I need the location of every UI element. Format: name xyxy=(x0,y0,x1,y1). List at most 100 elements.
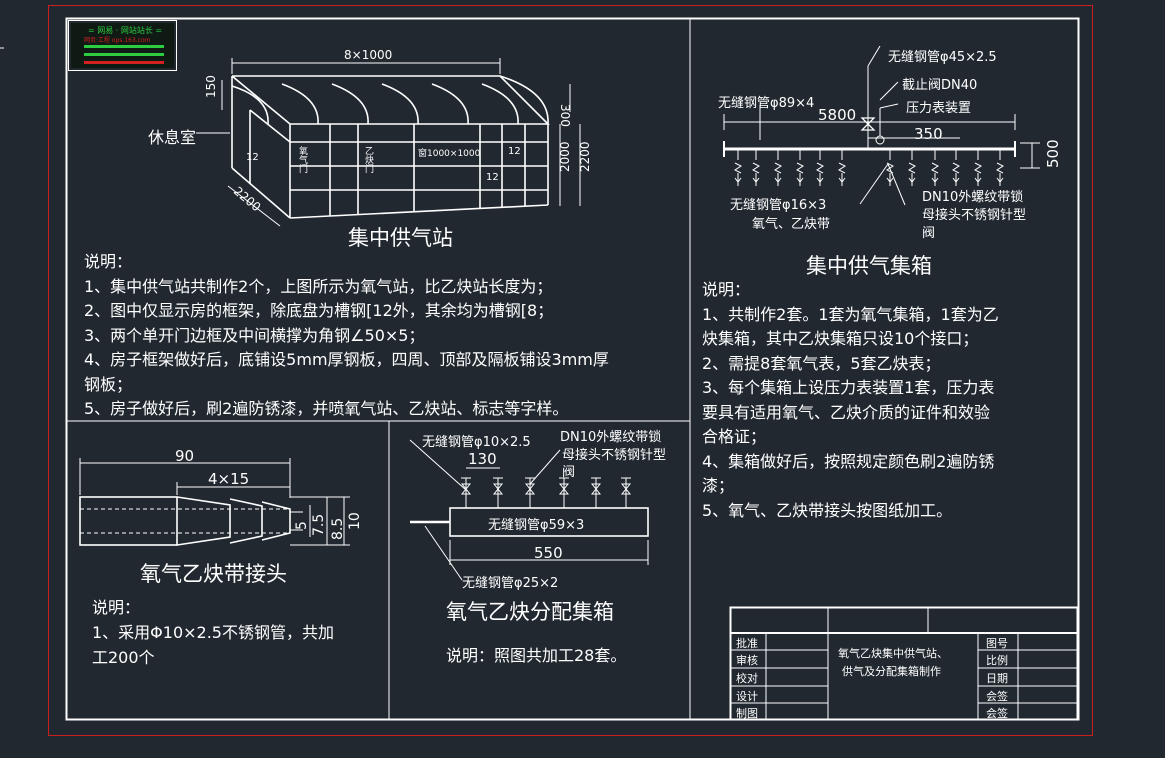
note-line: 炔集箱，其中乙炔集箱只设10个接口； xyxy=(702,329,979,348)
station-channel-label-2: 12 xyxy=(486,172,499,183)
distributor-dims xyxy=(409,439,649,581)
title-block-lines xyxy=(729,606,1079,721)
distributor-valves xyxy=(460,477,632,508)
note-line: 钢板； xyxy=(84,374,133,394)
manifold-branch-valve xyxy=(886,149,894,186)
manifold-lines xyxy=(723,45,1040,206)
station-room-label: 休息室 xyxy=(148,128,197,147)
manifold-branch-valve xyxy=(996,149,1004,186)
note-line: 1、采用Φ10×2.5不锈钢管，共加 xyxy=(92,623,334,642)
manifold-branch-valve xyxy=(816,149,824,186)
manifold-branch-valve xyxy=(974,149,982,186)
distributor-dim-130: 130 xyxy=(468,450,497,468)
note-line: 1、集中供气站共制作2个，上图所示为氧气站，比乙炔站长度为； xyxy=(84,276,553,296)
distributor-pipe-main: 无缝钢管φ59×3 xyxy=(488,518,585,533)
manifold-branch-valve xyxy=(838,149,846,186)
manifold-branch-valve xyxy=(908,149,916,186)
station-door-acetylene: 乙炔门 xyxy=(363,146,373,173)
note-line: 要具有适用氧气、乙炔介质的证件和效验 xyxy=(702,402,991,422)
connector-dim-5: 5 xyxy=(294,521,310,530)
connector-dim-8-5: 8.5 xyxy=(330,517,346,540)
manifold-branch-valve xyxy=(774,149,782,186)
station-dim-height2: 2200 xyxy=(578,141,592,172)
manifold-branch-valve xyxy=(796,149,804,186)
connector-dim-4x15: 4×15 xyxy=(208,470,250,488)
titleblock-role-approve: 批准 xyxy=(736,637,758,650)
titleblock-field-countersign-2: 会签 xyxy=(986,707,1008,720)
manifold-dim-350: 350 xyxy=(914,125,943,143)
manifold-branch-valve xyxy=(752,149,760,186)
note-line: 1、共制作2套。1套为氧气集箱，1套为乙 xyxy=(702,304,999,324)
station-title: 集中供气站 xyxy=(348,226,453,250)
manifold-needle-2: 母接头不锈钢针型 xyxy=(922,208,1027,223)
station-frame xyxy=(231,75,550,219)
station-dim-top: 150 xyxy=(204,75,218,98)
note-line: 漆； xyxy=(702,476,735,495)
titleblock-field-scale: 比例 xyxy=(986,654,1008,667)
note-line: 说明： xyxy=(702,280,751,299)
station-channel-label-1: 12 xyxy=(246,152,259,163)
station-dim-right-top: 300 xyxy=(558,104,572,127)
connector-dim-10: 10 xyxy=(347,512,363,530)
distributor-needle-2: 母接头不锈钢针型 xyxy=(562,448,667,463)
manifold-title: 集中供气集箱 xyxy=(806,254,932,278)
connector-lines xyxy=(79,496,303,546)
distributor-pipe-top: 无缝钢管φ10×2.5 xyxy=(422,435,531,450)
note-line: 2、需提8套氧气表，5套乙炔表； xyxy=(702,353,941,373)
note-line: 合格证； xyxy=(702,427,767,446)
station-dim-length: 8×1000 xyxy=(344,48,393,62)
distributor-pipe-in: 无缝钢管φ25×2 xyxy=(462,576,559,591)
logo-line-1: = 网易 · 网站站长 = xyxy=(88,26,163,35)
station-window-label: 窗1000×1000 xyxy=(418,149,481,159)
distributor-needle-1: DN10外螺纹带锁 xyxy=(560,430,662,445)
station-notes: 说明： 1、集中供气站共制作2个，上图所示为氧气站，比乙炔站长度为； 2、图中仅… xyxy=(84,250,609,422)
station-door-oxygen: 氧气门 xyxy=(297,146,307,173)
note-line: 4、房子框架做好后，底铺设5mm厚钢板，四周、顶部及隔板铺设3mm厚 xyxy=(84,350,609,369)
titleblock-field-date: 日期 xyxy=(986,672,1008,685)
manifold-dim-500: 500 xyxy=(1044,139,1062,168)
titleblock-role-design: 设计 xyxy=(736,690,758,703)
station-dim-height1: 2000 xyxy=(558,141,572,172)
outer-red-border xyxy=(48,5,1093,736)
station-dims xyxy=(196,58,581,227)
note-line: 3、每个集箱上设压力表装置1套，压力表 xyxy=(702,378,995,397)
station-channel-label-3: 12 xyxy=(508,146,521,157)
manifold-pipe-top: 无缝钢管φ45×2.5 xyxy=(888,50,997,65)
distributor-note: 说明：照图共加工28套。 xyxy=(446,646,627,665)
distributor-title: 氧气乙炔分配集箱 xyxy=(446,600,614,624)
titleblock-field-drawing-no: 图号 xyxy=(986,637,1008,650)
distributor-needle-valve xyxy=(590,477,602,508)
distributor-needle-valve xyxy=(460,477,472,508)
note-line: 2、图中仅显示房的框架，除底盘为槽钢[12外，其余均为槽钢[8； xyxy=(84,301,554,320)
distributor-lines xyxy=(410,507,649,537)
note-line: 说明： xyxy=(92,598,141,617)
note-line: 3、两个单开门边框及中间横撑为角钢∠50×5； xyxy=(84,325,425,345)
manifold-hose-label: 氧气、乙炔带 xyxy=(752,217,831,232)
connector-notes: 说明： 1、采用Φ10×2.5不锈钢管，共加 工200个 xyxy=(92,595,334,670)
manifold-pipe-branch: 无缝钢管φ16×3 xyxy=(730,198,827,213)
manifold-gauge: 压力表装置 xyxy=(906,101,972,116)
titleblock-role-review: 审核 xyxy=(736,654,758,667)
manifold-dim-5800: 5800 xyxy=(818,106,857,124)
manifold-valve: 截止阀DN40 xyxy=(902,78,978,93)
titleblock-role-check: 校对 xyxy=(736,672,758,685)
distributor-needle-valve xyxy=(524,477,536,508)
manifold-branches xyxy=(734,149,1004,186)
distributor-needle-valve xyxy=(620,477,632,508)
manifold-branch-valve xyxy=(931,149,939,186)
connector-title: 氧气乙炔带接头 xyxy=(140,562,287,586)
note-line: 4、集箱做好后，按照规定颜色刷2遍防锈 xyxy=(702,451,995,471)
titleblock-field-countersign-1: 会签 xyxy=(986,690,1008,703)
logo-line-2: 网页·工程 ops.163.com xyxy=(84,37,151,44)
manifold-notes: 说明： 1、共制作2套。1套为氧气集箱，1套为乙 炔集箱，其中乙炔集箱只设10个… xyxy=(702,278,999,523)
connector-dim-90: 90 xyxy=(175,447,195,465)
manifold-branch-valve xyxy=(952,149,960,186)
inner-border xyxy=(65,17,1080,721)
note-line: 工200个 xyxy=(92,648,155,667)
manifold-branch-valve xyxy=(734,149,742,186)
distributor-needle-valve xyxy=(558,477,570,508)
note-line: 说明： xyxy=(84,252,133,271)
manifold-needle-1: DN10外螺纹带锁 xyxy=(922,190,1024,205)
